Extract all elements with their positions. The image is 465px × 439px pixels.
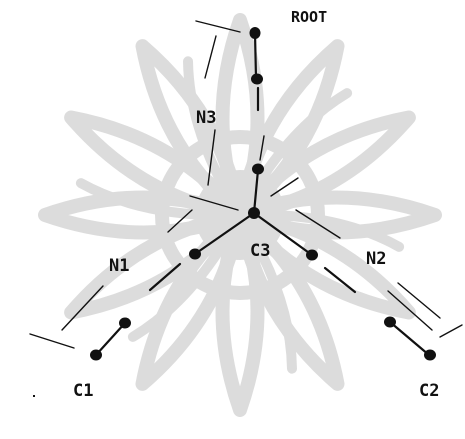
tick-n3-left-lower: [207, 129, 216, 186]
tick-c3-left: [189, 195, 239, 211]
tick-root-top: [195, 20, 241, 33]
node-labels: ROOT N3 N1 C3 N2 C1 C2: [73, 8, 439, 401]
tick-c1-bottom: [29, 333, 75, 349]
node-n3: [251, 73, 263, 85]
label-n1: N1: [109, 256, 129, 276]
edge-mid-to-c3: [252, 168, 260, 215]
tick-n2-lower-b: [387, 290, 433, 331]
label-n3: N3: [196, 108, 216, 128]
tick-n1-upper: [167, 209, 193, 233]
edge-c3-to-n2: [252, 211, 314, 257]
node-root: [249, 27, 261, 39]
tree-edges: [94, 31, 431, 357]
node-n2-lower: [384, 316, 396, 328]
label-c3: C3: [250, 241, 270, 261]
tick-n3-right-mid: [259, 135, 265, 161]
label-c2: C2: [419, 381, 439, 401]
label-root: ROOT: [291, 8, 327, 26]
watermark-rosette: [38, 13, 442, 417]
node-n1-lower: [119, 317, 131, 329]
tick-n3-left-upper: [204, 35, 217, 79]
tick-n1-lower: [61, 285, 104, 331]
edge-root-to-n3: [253, 31, 258, 80]
edge-n2-to-c2-mid: [388, 320, 431, 357]
node-c3: [248, 207, 260, 219]
label-n2: N2: [366, 249, 386, 269]
tick-n2-lower-a: [397, 282, 441, 319]
stray-mark: [33, 395, 35, 397]
node-c1: [90, 349, 102, 361]
tick-marks: [29, 20, 463, 349]
edge-n2-to-c2-top: [323, 266, 357, 294]
tree-nodes: [90, 27, 436, 361]
node-n2: [306, 249, 318, 261]
tick-n2-upper: [295, 209, 341, 239]
label-c1: C1: [73, 381, 93, 401]
node-n1: [189, 248, 201, 260]
node-c2: [424, 349, 436, 361]
edge-n1-to-c1-mid: [94, 321, 127, 357]
tick-c2-right: [439, 324, 463, 338]
edge-c3-to-n1: [193, 211, 256, 256]
edge-n1-to-c1-top: [148, 262, 182, 292]
node-mid: [252, 163, 264, 175]
tick-c3-right: [270, 177, 299, 197]
